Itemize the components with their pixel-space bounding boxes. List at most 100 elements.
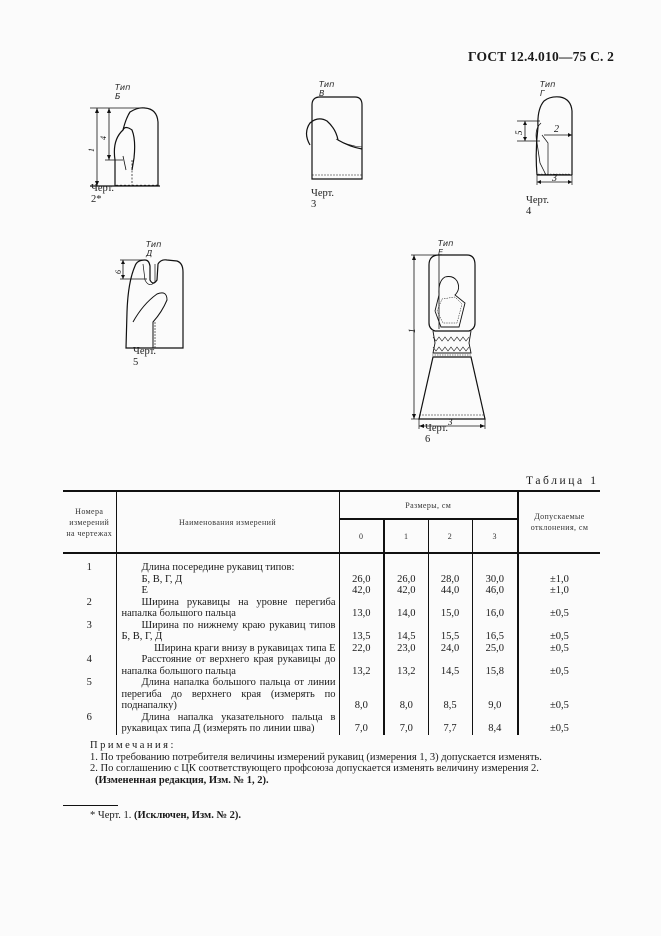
row-description: Ширина краги внизу в рукавицах типа Е [115,642,339,654]
value-cell: 15,8 [471,654,518,677]
value-cell: 16,0 [471,596,518,620]
tolerance-cell: ±0,5 [517,596,600,620]
value-cell: 30,0 [485,573,504,585]
svg-text:3: 3 [551,173,557,184]
row-number: 4 [86,654,92,665]
header-number: Номера измерений на чертежах [63,490,116,554]
value-cell: 26,0 [397,573,416,585]
value-cell: 28,0 [440,573,460,585]
value-cell: 8,5 [427,677,472,712]
table-row: 1 Длина посередине рукавиц типов: Б, В, … [63,553,600,597]
value-cell: 42,0 [352,585,371,596]
table-row: 5 Длина напалка большого пальца от линии… [63,677,600,712]
tolerance-cell: ±0,5 [517,654,600,677]
table-title: Таблица 1 [526,475,599,487]
header-name: Наименования измерений [115,490,339,554]
figure-type-label: Тип Г [540,80,556,98]
row-description: Длина напалка указательного пальца в рук… [115,711,339,735]
revision-note: (Измененная редакция, Изм. № 1, 2). [95,775,269,787]
header-size-2: 2 [427,519,472,554]
value-cell: 14,5 [427,654,472,677]
tolerance-cell: ±0,5 [517,677,600,712]
svg-text:5: 5 [514,130,524,135]
table-row: Ширина краги внизу в рукавицах типа Е 22… [63,642,600,655]
measurements-table: Номера измерений на чертежах Наименовани… [63,490,600,735]
value-cell: 8,0 [338,677,384,712]
footnote-prefix: * Черт. 1. [90,810,132,821]
row-description: Длина посередине рукавиц типов: [141,562,295,573]
svg-text:1: 1 [87,148,96,152]
tolerance-cell: ±1,0 [550,573,569,585]
row-sub-label: Б, В, Г, Д [141,573,183,585]
value-cell: 25,0 [471,642,518,654]
figure-caption: Черт. 2* [91,183,115,205]
header-tolerance: Допускаемые отклонения, см [517,490,600,554]
value-cell: 44,0 [440,585,460,596]
row-sub-label: Е [141,585,148,596]
row-description: Ширина рукавицы на уровне перегиба напал… [115,596,339,620]
value-cell: 14,0 [383,596,428,620]
value-cell: 22,0 [338,642,384,654]
mitten-type-v-drawing [305,96,363,180]
table-row: 3 Ширина по нижнему краю рукавиц типов Б… [63,619,600,643]
figure-caption: Черт. 3 [311,188,335,210]
figure-type-label: Тип В [319,80,335,98]
footnote: * Черт. 1. (Исключен, Изм. № 2). [90,810,241,821]
value-cell: 7,7 [427,711,472,735]
header-sizes: Размеры, см [338,490,518,520]
value-cell: 23,0 [383,642,428,654]
table-row: 6 Длина напалка указательного пальца в р… [63,711,600,735]
notes-heading: Примечания: [90,740,176,751]
svg-text:6: 6 [114,270,123,274]
row-number: 2 [86,596,92,608]
row-number: 6 [86,711,92,723]
note-item: 2. По соглашению с ЦК соответствующего п… [90,763,539,775]
row-number [63,643,116,655]
value-cell: 13,2 [338,654,384,677]
value-cell: 13,5 [338,619,384,643]
row-number: 5 [86,677,92,688]
figure-caption: Черт. 6 [425,423,449,445]
tolerance-cell: ±0,5 [517,619,600,643]
tolerance-cell: ±0,5 [517,642,600,654]
svg-text:3: 3 [447,417,453,427]
row-description: Ширина по нижнему краю рукавиц типов Б, … [115,619,339,643]
value-cell: 15,0 [427,596,472,620]
svg-text:1: 1 [407,329,417,334]
value-cell: 7,0 [383,711,428,735]
value-cell: 46,0 [485,585,504,596]
value-cell: 7,0 [338,711,384,735]
value-cell: 24,0 [427,642,472,654]
mitten-type-d-drawing: 6 [114,259,184,349]
header-size-0: 0 [338,519,384,554]
figure-type-label: Тип Е [438,239,454,257]
value-cell: 13,0 [338,596,384,620]
value-cell: 15,5 [427,619,472,643]
figure-type-label: Тип Д [146,240,162,258]
svg-text:4: 4 [99,136,108,140]
header-size-1: 1 [383,519,428,554]
value-cell: 14,5 [383,619,428,643]
mitten-type-b-drawing: 1 4 [87,107,160,187]
header-size-3: 3 [471,519,518,554]
table-row: 4 Расстояние от верхнего края рукавицы д… [63,654,600,677]
value-cell: 16,5 [471,619,518,643]
note-item: 1. По требованию потребителя величины из… [90,751,542,763]
notes-section: Примечания: 1. По требованию потребителя… [90,740,542,787]
footnote-bold: (Исключен, Изм. № 2). [134,810,241,821]
value-cell: 8,4 [471,711,518,735]
tolerance-cell: ±0,5 [517,711,600,735]
svg-text:2: 2 [554,124,559,135]
mitten-type-g-drawing: 5 2 3 [514,96,573,185]
figure-caption: Черт. 4 [526,195,550,217]
table-row: 2 Ширина рукавицы на уровне перегиба нап… [63,596,600,620]
row-number: 1 [86,562,92,573]
row-description: Расстояние от верхнего края рукавицы до … [115,654,339,677]
figure-type-label: Тип Б [115,83,131,101]
value-cell: 8,0 [383,677,428,712]
value-cell: 13,2 [383,654,428,677]
row-number: 3 [86,619,92,631]
value-cell: 26,0 [352,573,371,585]
document-header-code: ГОСТ 12.4.010—75 С. 2 [468,49,615,64]
figure-caption: Черт. 5 [133,346,157,368]
